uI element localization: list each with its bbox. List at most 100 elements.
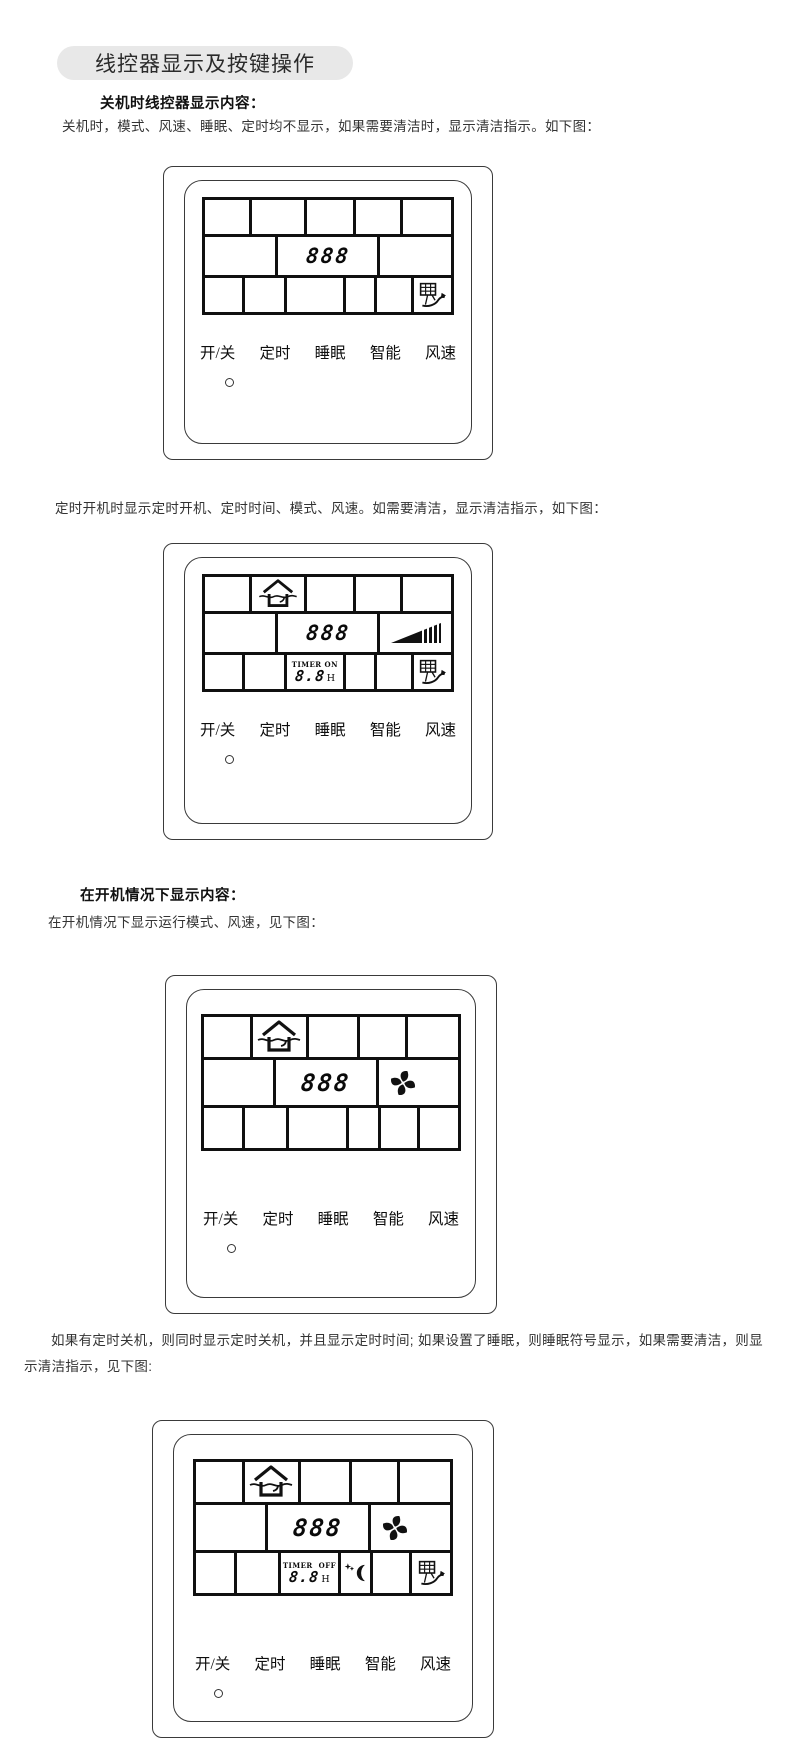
lcd-row-middle: 888 — [204, 1060, 458, 1105]
button-row: 开/关 定时 睡眠 智能 风速 — [195, 1652, 451, 1674]
lcd-row-middle: 888 — [205, 614, 451, 652]
paragraph-power-on: 在开机情况下显示运行模式、风速，见下图： — [48, 915, 324, 930]
lcd-cell — [196, 1505, 266, 1550]
power-button-label: 开/关 — [203, 1211, 239, 1228]
indicator-led — [225, 755, 234, 764]
lcd-cell — [287, 278, 343, 312]
lcd-cell — [373, 1553, 409, 1593]
house-mode-icon — [244, 1462, 299, 1502]
temperature-display: 888 — [276, 1060, 376, 1105]
smart-button-label: 智能 — [369, 722, 401, 739]
lcd-cell — [380, 237, 451, 275]
button-row: 开/关 定时 睡眠 智能 风速 — [203, 1207, 459, 1229]
lcd-cell — [205, 237, 275, 275]
paragraph-power-off: 关机时，模式、风速、睡眠、定时均不显示，如果需要清洁时，显示清洁指示。如下图： — [62, 119, 601, 134]
fan-speed-button-label: 风速 — [424, 722, 456, 739]
lcd-cell — [205, 200, 249, 234]
lcd-row-top — [204, 1017, 458, 1057]
lcd-cell — [196, 1462, 242, 1502]
lcd-cell — [205, 614, 275, 652]
paragraph-timer-on: 定时开机时显示定时开机、定时时间、模式、风速。如需要清洁，显示清洁指示，如下图： — [55, 501, 607, 516]
button-row: 开/关 定时 睡眠 智能 风速 — [200, 341, 456, 363]
controller-faceplate: 888 — [173, 1434, 473, 1722]
controller-diagram-power-off: 888 — [163, 166, 493, 460]
lcd-cell — [400, 1462, 450, 1502]
timer-hours-digits: 8.8 — [293, 666, 326, 685]
sleep-moon-icon — [341, 1553, 371, 1593]
timer-button-label: 定时 — [262, 1211, 294, 1228]
power-button-label: 开/关 — [200, 345, 236, 362]
clean-filter-icon — [413, 278, 451, 312]
lcd-row-top — [205, 577, 451, 611]
house-mode-icon — [252, 1017, 307, 1057]
seven-segment-digits: 888 — [304, 243, 351, 268]
fan-speed-ramp-icon — [380, 614, 451, 652]
section-heading-power-on: 在开机情况下显示内容： — [80, 888, 245, 904]
lcd-row-bottom: TIMER ON 8.8 H — [205, 655, 451, 689]
lcd-cell — [381, 1108, 417, 1148]
lcd-cell — [288, 1108, 347, 1148]
lcd-row-bottom — [204, 1108, 458, 1148]
fan-pinwheel-icon — [378, 1060, 458, 1105]
lcd-cell — [376, 655, 411, 689]
clean-filter-icon — [411, 1553, 450, 1593]
indicator-led — [227, 1244, 236, 1253]
power-button-label: 开/关 — [200, 722, 236, 739]
timer-button-label: 定时 — [259, 345, 291, 362]
lcd-cell — [205, 655, 243, 689]
power-button-label: 开/关 — [195, 1656, 231, 1673]
timer-off-display: TIMER OFF 8.8 H — [280, 1553, 339, 1593]
page-title: 线控器显示及按键操作 — [57, 46, 353, 80]
fan-speed-button-label: 风速 — [427, 1211, 459, 1228]
lcd-cell — [408, 1017, 458, 1057]
lcd-cell — [245, 655, 285, 689]
timer-button-label: 定时 — [259, 722, 291, 739]
temperature-display: 888 — [268, 1505, 368, 1550]
lcd-row-top — [205, 200, 451, 234]
fan-speed-button-label: 风速 — [424, 345, 456, 362]
section-heading-power-off: 关机时线控器显示内容： — [100, 96, 265, 112]
lcd-cell — [309, 1017, 357, 1057]
lcd-row-top — [196, 1462, 450, 1502]
lcd-cell — [205, 278, 243, 312]
lcd-cell — [245, 1108, 286, 1148]
timer-on-label: TIMER ON — [291, 659, 339, 669]
seven-segment-digits: 888 — [304, 620, 351, 645]
paragraph-timer-off: 如果有定时关机，则同时显示定时关机，并且显示定时时间; 如果设置了睡眠，则睡眠符… — [24, 1333, 763, 1374]
lcd-row-bottom — [205, 278, 451, 312]
lcd-cell — [359, 1017, 406, 1057]
lcd-display: 888 — [202, 197, 454, 315]
lcd-cell — [356, 200, 400, 234]
lcd-cell — [252, 200, 304, 234]
lcd-cell — [204, 1017, 250, 1057]
lcd-cell — [307, 200, 353, 234]
controller-faceplate: 888 — [184, 180, 472, 444]
lcd-cell — [205, 577, 249, 611]
controller-diagram-power-on: 888 — [165, 975, 497, 1314]
lcd-cell — [403, 577, 451, 611]
controller-diagram-timer-off-sleep: 888 — [152, 1420, 494, 1738]
timer-hours-unit: H — [321, 1574, 330, 1585]
lcd-cell — [307, 577, 353, 611]
lcd-cell — [356, 577, 400, 611]
lcd-cell — [196, 1553, 235, 1593]
controller-faceplate: 888 — [186, 989, 476, 1298]
lcd-cell — [419, 1108, 458, 1148]
lcd-cell — [245, 278, 285, 312]
lcd-cell — [204, 1060, 274, 1105]
timer-on-display: TIMER ON 8.8 H — [287, 655, 343, 689]
lcd-cell — [204, 1108, 243, 1148]
house-mode-icon — [252, 577, 304, 611]
timer-button-label: 定时 — [254, 1656, 286, 1673]
temperature-display: 888 — [277, 237, 378, 275]
smart-button-label: 智能 — [369, 345, 401, 362]
lcd-cell — [345, 655, 374, 689]
indicator-led — [214, 1689, 223, 1698]
lcd-display: 888 — [202, 574, 454, 692]
lcd-cell — [301, 1462, 349, 1502]
smart-button-label: 智能 — [372, 1211, 404, 1228]
lcd-display: 888 — [193, 1459, 453, 1596]
timer-hours-unit: H — [326, 673, 336, 684]
temperature-display: 888 — [277, 614, 378, 652]
